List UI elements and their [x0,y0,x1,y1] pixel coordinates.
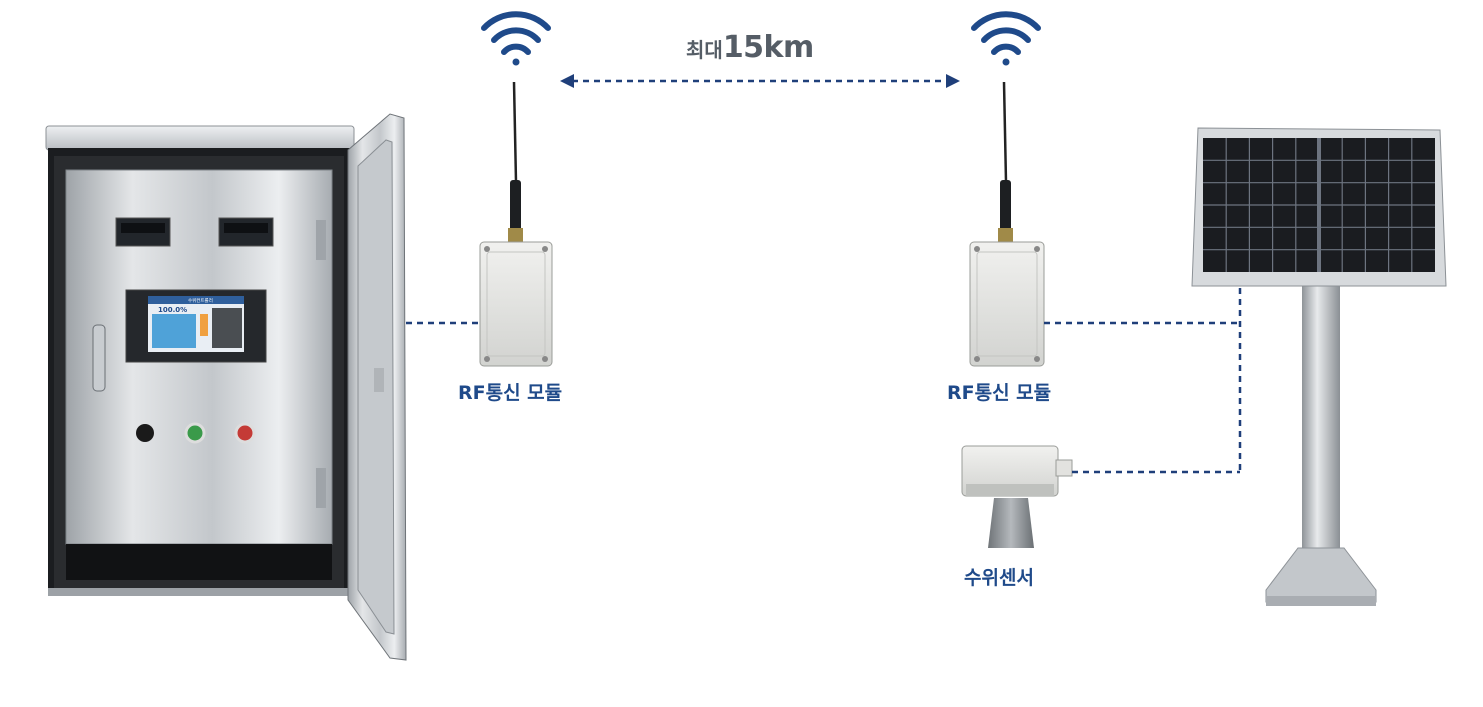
hmi-title: 수위컨트롤러 [188,297,213,304]
wifi-icon [971,11,1041,66]
water-level-sensor-label: 수위센서 [964,567,1034,589]
rf-module-right-label: RF통신 모듈 [947,382,1052,404]
cabinet-door [347,113,407,661]
red-lamp [234,422,256,444]
green-lamp [184,422,206,444]
water-level-sensor [961,445,1073,548]
rf-module-right [969,81,1045,367]
cabinet-handle [92,324,106,392]
max-distance-label: 최대15km [686,30,814,65]
control-cabinet: 수위컨트롤러 100.0% [45,125,355,596]
rf-module-left-label: RF통신 모듈 [458,382,563,404]
solar-panel-pole [1191,127,1447,606]
distance-value: 15km [722,30,814,65]
wifi-icon [481,11,551,66]
rf-module-left [479,81,553,367]
selector-switch [136,424,154,442]
hmi-level: 100.0% [158,306,187,314]
double-arrow-icon [560,74,960,88]
distance-prefix: 최대 [686,38,723,62]
link-lines [406,288,1242,474]
